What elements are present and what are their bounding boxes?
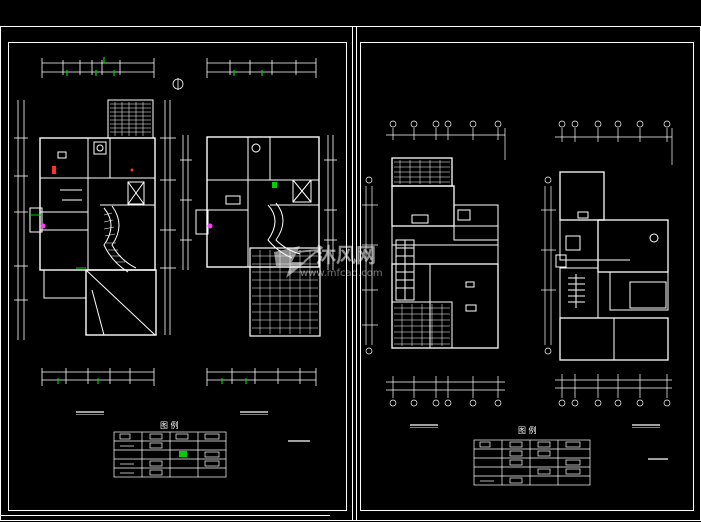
north-arrow-icon [172,78,184,90]
first-floor-accents [30,166,134,269]
legend-table-right [473,439,591,486]
dimension-marks-green [66,57,263,76]
floor-plan-third [391,157,499,349]
dimension-chain-vertical-left [14,100,337,340]
watermark: 沐风网 www.mfcad.com [274,243,383,279]
floor-plan-first-floor [29,99,157,336]
dimension-chain-top-left [41,58,317,78]
watermark-logo-icon [274,246,322,278]
second-floor-accents [207,182,277,229]
dimension-marks-green-bottom [57,378,247,384]
watermark-url-text: www.mfcad.com [300,268,383,279]
legend-table [113,431,227,478]
legend-swatch-green [179,451,187,457]
floor-plan-second-floor [195,136,321,337]
sheet-left: 图 例 [14,57,337,478]
dimension-chain-bottom-left [41,368,317,386]
plan-title-marks-right [410,424,668,460]
sheet-right: 图 例 [362,120,673,486]
watermark-brand-text: 沐风网 [316,243,376,267]
legend-title-right: 图 例 [518,425,537,435]
axis-grid-right [362,120,673,407]
floor-plan-fourth [555,171,669,361]
plan-title-marks [76,411,310,442]
legend-title: 图 例 [160,420,179,430]
